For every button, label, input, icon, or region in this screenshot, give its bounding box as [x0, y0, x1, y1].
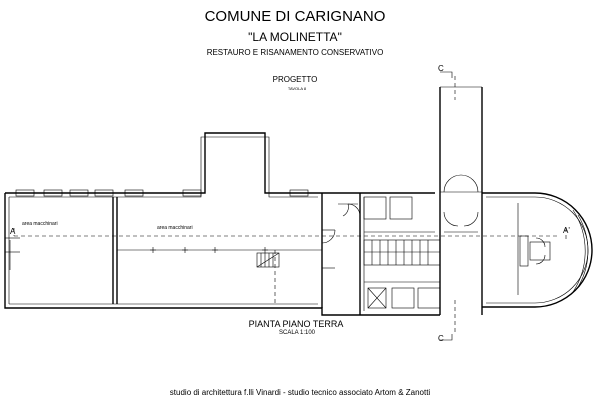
small-stair	[256, 252, 280, 268]
sheet-number: TAVOLA 8	[287, 86, 307, 91]
window-marks	[15, 189, 309, 197]
outer-walls	[4, 132, 360, 316]
footer-credits: studio di architettura f.lli Vinardi - s…	[169, 388, 431, 397]
section-lines	[13, 71, 567, 341]
section-label-c-bottom: C	[438, 334, 444, 343]
project-subtitle: "LA MOLINETTA"	[248, 30, 342, 44]
section-label-a: A	[10, 227, 16, 236]
room-label-left: area macchinari	[22, 221, 58, 227]
section-label-c-top: C	[438, 64, 444, 73]
project-description: RESTAURO E RISANAMENTO CONSERVATIVO	[206, 48, 384, 57]
plan-scale: SCALA 1:100	[278, 330, 316, 336]
project-title: COMUNE DI CARIGNANO	[204, 8, 386, 25]
vertical-corridor	[439, 86, 483, 315]
room-label-middle: area macchinari	[157, 225, 193, 231]
drawing-label: PROGETTO	[272, 75, 318, 84]
service-block	[338, 192, 441, 316]
column-markers	[150, 247, 268, 253]
left-entrance	[5, 237, 20, 270]
central-door	[321, 229, 336, 269]
section-label-a-prime: A'	[563, 226, 570, 235]
interior-walls	[112, 197, 322, 304]
apse	[482, 192, 593, 308]
plan-title: PIANTA PIANO TERRA	[248, 319, 344, 329]
